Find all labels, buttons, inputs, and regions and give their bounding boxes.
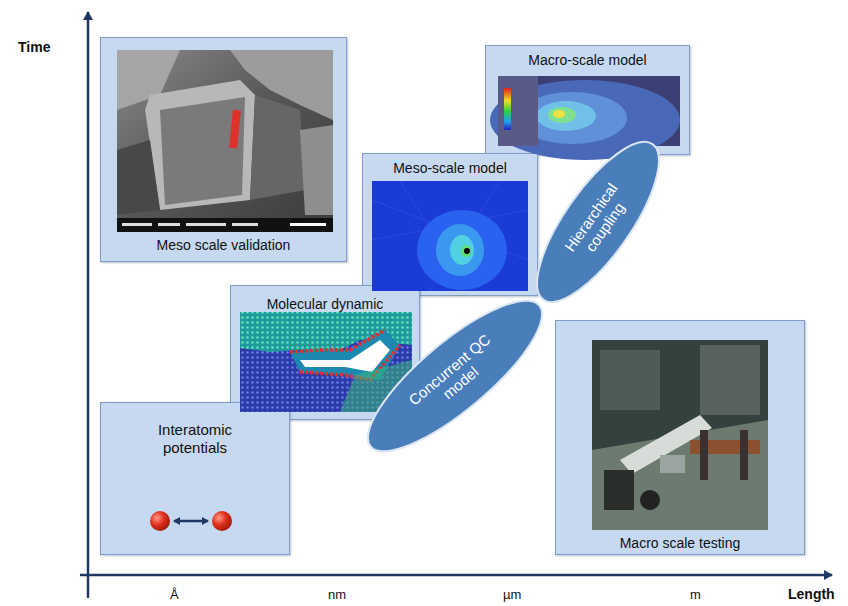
test-rig-photo <box>592 340 768 530</box>
axis-title: Time <box>18 39 50 55</box>
box-title: Molecular dynamic <box>231 296 419 312</box>
axis-title: Length <box>788 586 835 602</box>
meso-fem-plot <box>372 181 528 291</box>
scale-box: Interatomic potentials <box>100 402 290 555</box>
coupling-ellipse: Concurrent QC model <box>345 266 565 486</box>
macro-fem-plot <box>490 76 680 160</box>
box-title: Meso-scale model <box>363 160 537 176</box>
box-title: Macro-scale model <box>486 52 689 68</box>
scale-box: Meso-scale model <box>362 153 538 296</box>
md-lattice <box>240 312 412 412</box>
scale-box: Macro scale testing <box>555 320 805 555</box>
sem-image <box>117 50 333 232</box>
box-title: Interatomic potentials <box>135 421 255 457</box>
scale-box: Meso scale validation <box>100 37 347 262</box>
scale-tick: nm <box>328 587 346 602</box>
scale-tick: µm <box>503 587 521 602</box>
scale-tick: m <box>690 587 701 602</box>
scale-box: Macro-scale model <box>485 45 690 155</box>
coupling-ellipse: Hierarchical coupling <box>498 122 698 322</box>
box-title: Meso scale validation <box>101 237 346 253</box>
box-title: Macro scale testing <box>556 535 804 551</box>
atom-pair <box>150 511 232 531</box>
scale-tick: Å <box>170 587 179 602</box>
